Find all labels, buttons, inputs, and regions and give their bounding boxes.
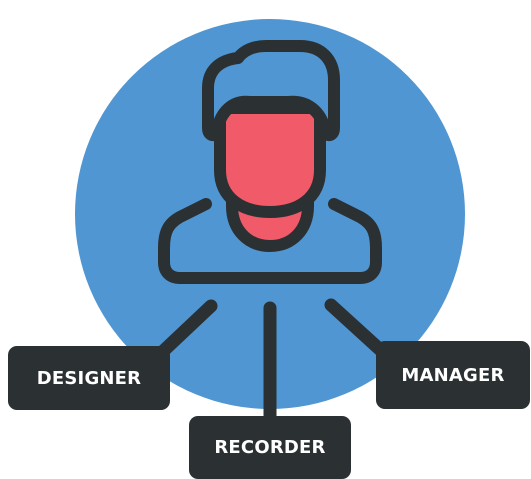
designer-label: DESIGNER <box>8 346 170 410</box>
manager-label: MANAGER <box>376 341 530 409</box>
recorder-label: RECORDER <box>189 416 351 479</box>
person-face <box>214 102 326 218</box>
user-avatar-icon <box>158 40 382 284</box>
person-hair <box>202 40 340 142</box>
